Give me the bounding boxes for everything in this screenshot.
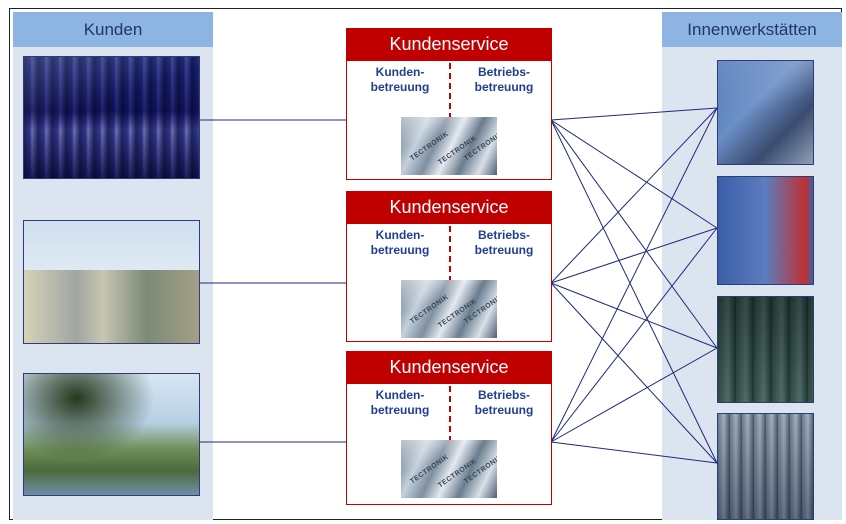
operations-care-label: Betriebs- betreuung xyxy=(474,388,534,417)
dashed-divider xyxy=(449,63,451,119)
workshop-photo-technician-4 xyxy=(717,413,814,520)
service-box-title: Kundenservice xyxy=(346,191,552,224)
company-logo-image: TECTRONIK TECTRONIK TECTRONIK xyxy=(401,117,497,175)
company-logo-image: TECTRONIK TECTRONIK TECTRONIK xyxy=(401,280,497,338)
customer-care-label: Kunden- betreuung xyxy=(370,65,430,94)
workshop-photo-technician-2 xyxy=(717,176,814,285)
customer-care-label: Kunden- betreuung xyxy=(370,388,430,417)
operations-care-label: Betriebs- betreuung xyxy=(474,65,534,94)
customer-care-label: Kunden- betreuung xyxy=(370,228,430,257)
service-box-3: Kundenservice Kunden- betreuung Betriebs… xyxy=(346,351,552,505)
workshop-photo-technician-3 xyxy=(717,296,814,403)
customer-photo-park-lake xyxy=(23,373,200,496)
dashed-divider xyxy=(449,226,451,282)
service-box-1: Kundenservice Kunden- betreuung Betriebs… xyxy=(346,28,552,180)
operations-care-label: Betriebs- betreuung xyxy=(474,228,534,257)
customer-photo-chemical-plant-night xyxy=(23,56,200,179)
dashed-divider xyxy=(449,386,451,442)
service-box-2: Kundenservice Kunden- betreuung Betriebs… xyxy=(346,191,552,342)
service-box-title: Kundenservice xyxy=(346,351,552,384)
workshops-column-title: Innenwerkstätten xyxy=(662,12,842,47)
customer-photo-industrial-building xyxy=(23,220,200,344)
service-box-title: Kundenservice xyxy=(346,28,552,61)
workshop-photo-technician-1 xyxy=(717,60,814,165)
customers-column-title: Kunden xyxy=(13,12,213,47)
company-logo-image: TECTRONIK TECTRONIK TECTRONIK xyxy=(401,440,497,498)
